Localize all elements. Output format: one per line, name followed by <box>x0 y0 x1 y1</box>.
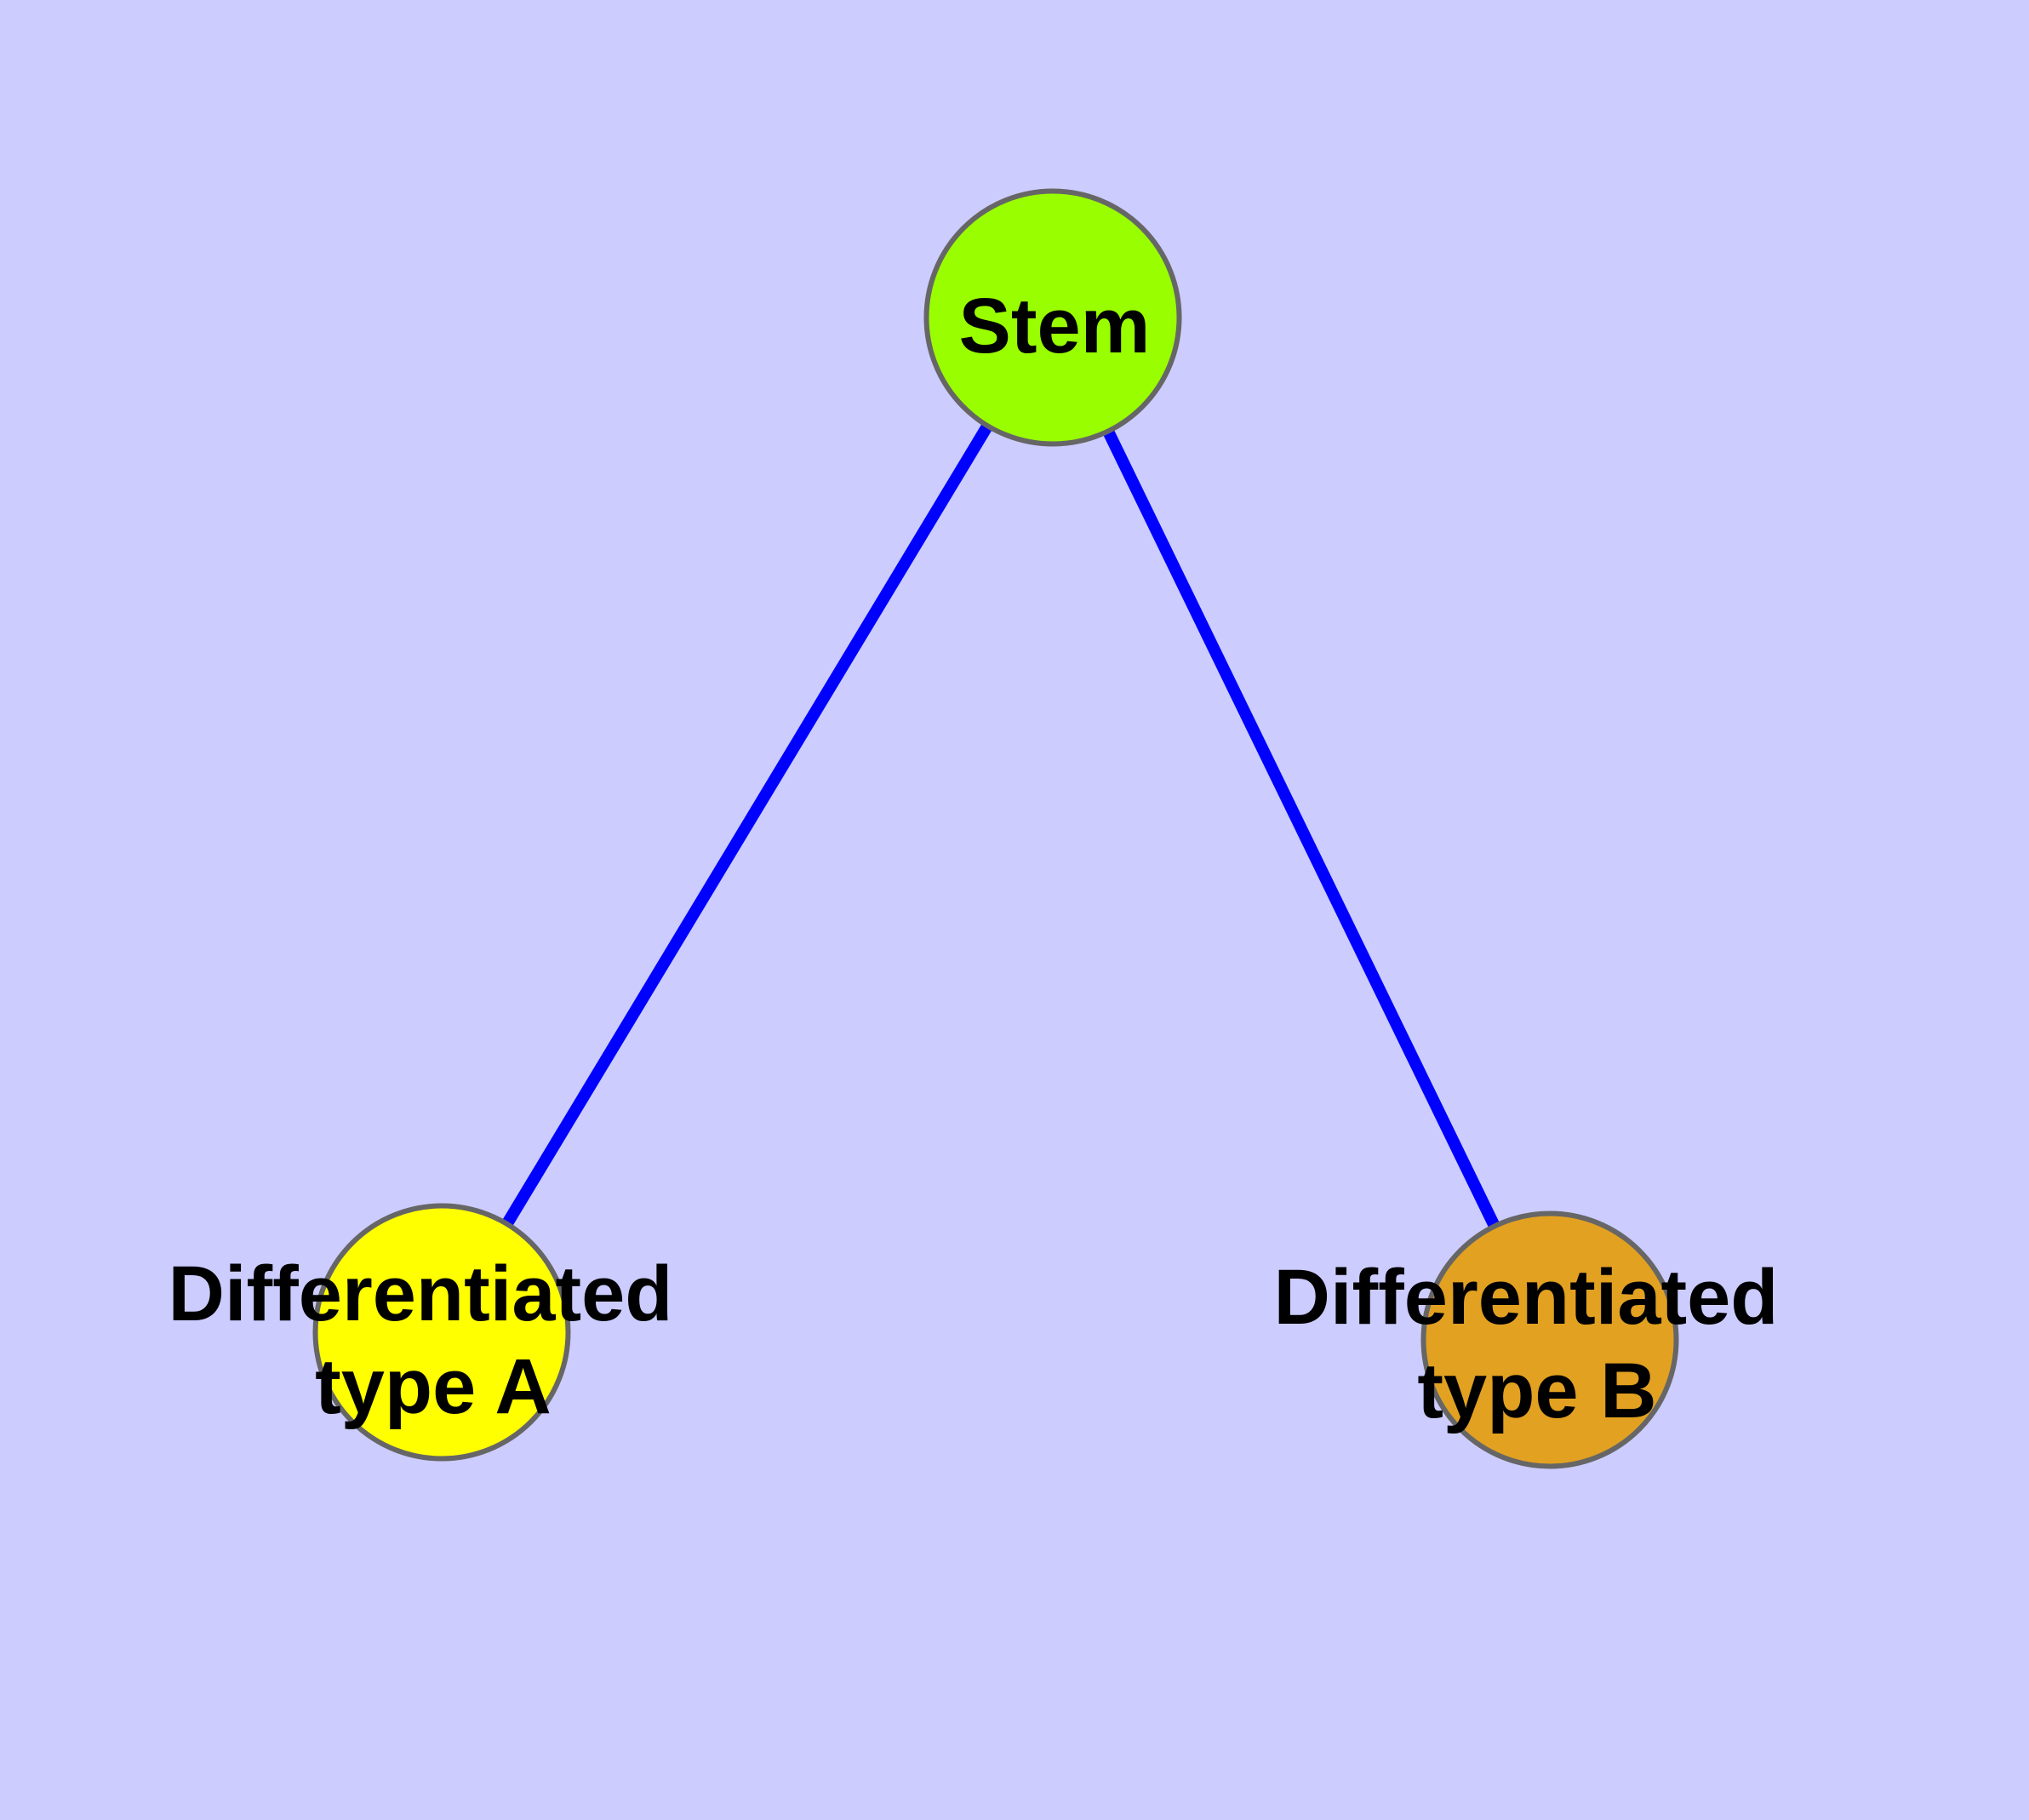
node-stem <box>923 188 1182 447</box>
edge-stem-to-type-b <box>1047 314 1556 1343</box>
node-differentiated-type-a <box>312 1203 571 1462</box>
node-type-b-label-line2: type B <box>1417 1348 1656 1434</box>
node-differentiated-type-b <box>1420 1210 1679 1469</box>
edge-stem-to-type-a <box>437 314 1058 1336</box>
node-type-b-label-line1: Differentiated <box>1274 1254 1779 1341</box>
node-type-a-label-line1: Differentiated <box>169 1251 673 1337</box>
node-stem-label: Stem <box>959 283 1151 369</box>
node-type-a-label-line2: type A <box>315 1343 552 1430</box>
